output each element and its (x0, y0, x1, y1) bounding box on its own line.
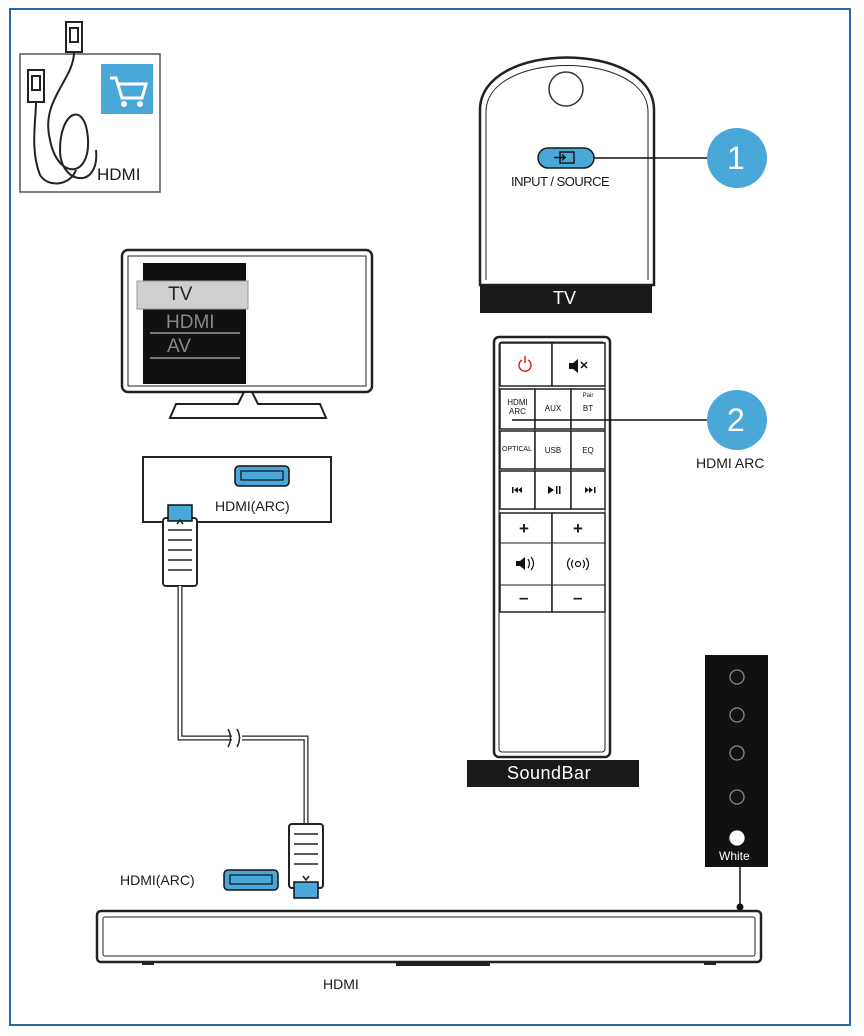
next-icon (585, 487, 596, 493)
mute-button (551, 342, 606, 387)
eq-button (570, 430, 606, 470)
indicator-led-4 (729, 789, 745, 805)
usb-button (534, 430, 572, 470)
tv-hdmi-arc-label: HDMI(ARC) (215, 498, 290, 514)
input-source-icon (554, 151, 575, 164)
hdmi-plug-top (162, 517, 198, 587)
eq-button-label: EQ (582, 446, 594, 455)
soundbar-remote-name-band (467, 760, 639, 787)
tv-remote-name-band (480, 285, 652, 313)
usb-button-label: USB (544, 446, 562, 455)
indicator-led-2 (729, 707, 745, 723)
step-1-badge (707, 128, 767, 188)
indicator-panel (705, 655, 768, 911)
indicator-white-label: White (719, 849, 750, 863)
tv-menu-item-tv: TV (168, 284, 193, 305)
tv-remote-name-label: TV (553, 288, 577, 308)
bt-button (570, 388, 606, 430)
surround-minus-label: – (573, 588, 583, 607)
soundbar-remote (467, 335, 767, 787)
soundbar-remote-name-label: SoundBar (507, 763, 592, 783)
play-pause-icon (548, 486, 561, 494)
accessory-hdmi-label: HDMI (97, 165, 141, 184)
pair-button-label: Pair (582, 393, 594, 399)
hdmi-cable-icon (27, 21, 98, 185)
optical-button-label: OPTICAL (502, 446, 532, 453)
bt-button-label: BT (582, 404, 594, 413)
aux-button-label: AUX (544, 404, 562, 413)
mute-icon (569, 359, 588, 373)
indicator-led-white (729, 830, 745, 846)
step-2-badge (707, 390, 767, 450)
volume-icon (516, 556, 535, 571)
soundbar-hdmi-arc-port-icon (223, 869, 279, 891)
indicator-led-3 (729, 745, 745, 761)
volume-minus-label: – (519, 588, 529, 607)
volume-plus-label: + (519, 519, 529, 538)
tv-remote (478, 56, 767, 313)
tv-menu-item-av: AV (167, 336, 191, 357)
power-icon (518, 356, 532, 372)
tv-remote-power-button (548, 71, 584, 107)
aux-button (534, 388, 572, 430)
surround-rocker (551, 512, 606, 613)
input-source-label: INPUT / SOURCE (511, 174, 610, 189)
tv-menu-selected-highlight (136, 280, 249, 310)
surround-plus-label: + (573, 519, 583, 538)
soundbar-hdmi-label: HDMI (323, 976, 359, 992)
surround-icon (566, 557, 590, 571)
soundbar (95, 909, 763, 966)
step-2-label: HDMI ARC (696, 455, 765, 471)
power-button (499, 342, 553, 387)
prev-icon (512, 487, 522, 493)
optical-button (499, 430, 536, 470)
hdmi-cable (162, 504, 324, 899)
hdmi-cable-accessory-box (19, 21, 161, 193)
step-1-number: 1 (727, 140, 745, 176)
hdmi-arc-button-label: HDMI ARC (507, 398, 528, 416)
tv (120, 248, 374, 419)
soundbar-hdmi-arc-label: HDMI(ARC) (120, 872, 195, 888)
tv-menu-item-hdmi: HDMI (166, 312, 215, 333)
step-2-number: 2 (727, 402, 745, 438)
indicator-led-1 (729, 669, 745, 685)
hdmi-arc-port-icon (234, 465, 290, 487)
diagram-frame (9, 8, 851, 1026)
shopping-cart-icon (101, 64, 153, 114)
